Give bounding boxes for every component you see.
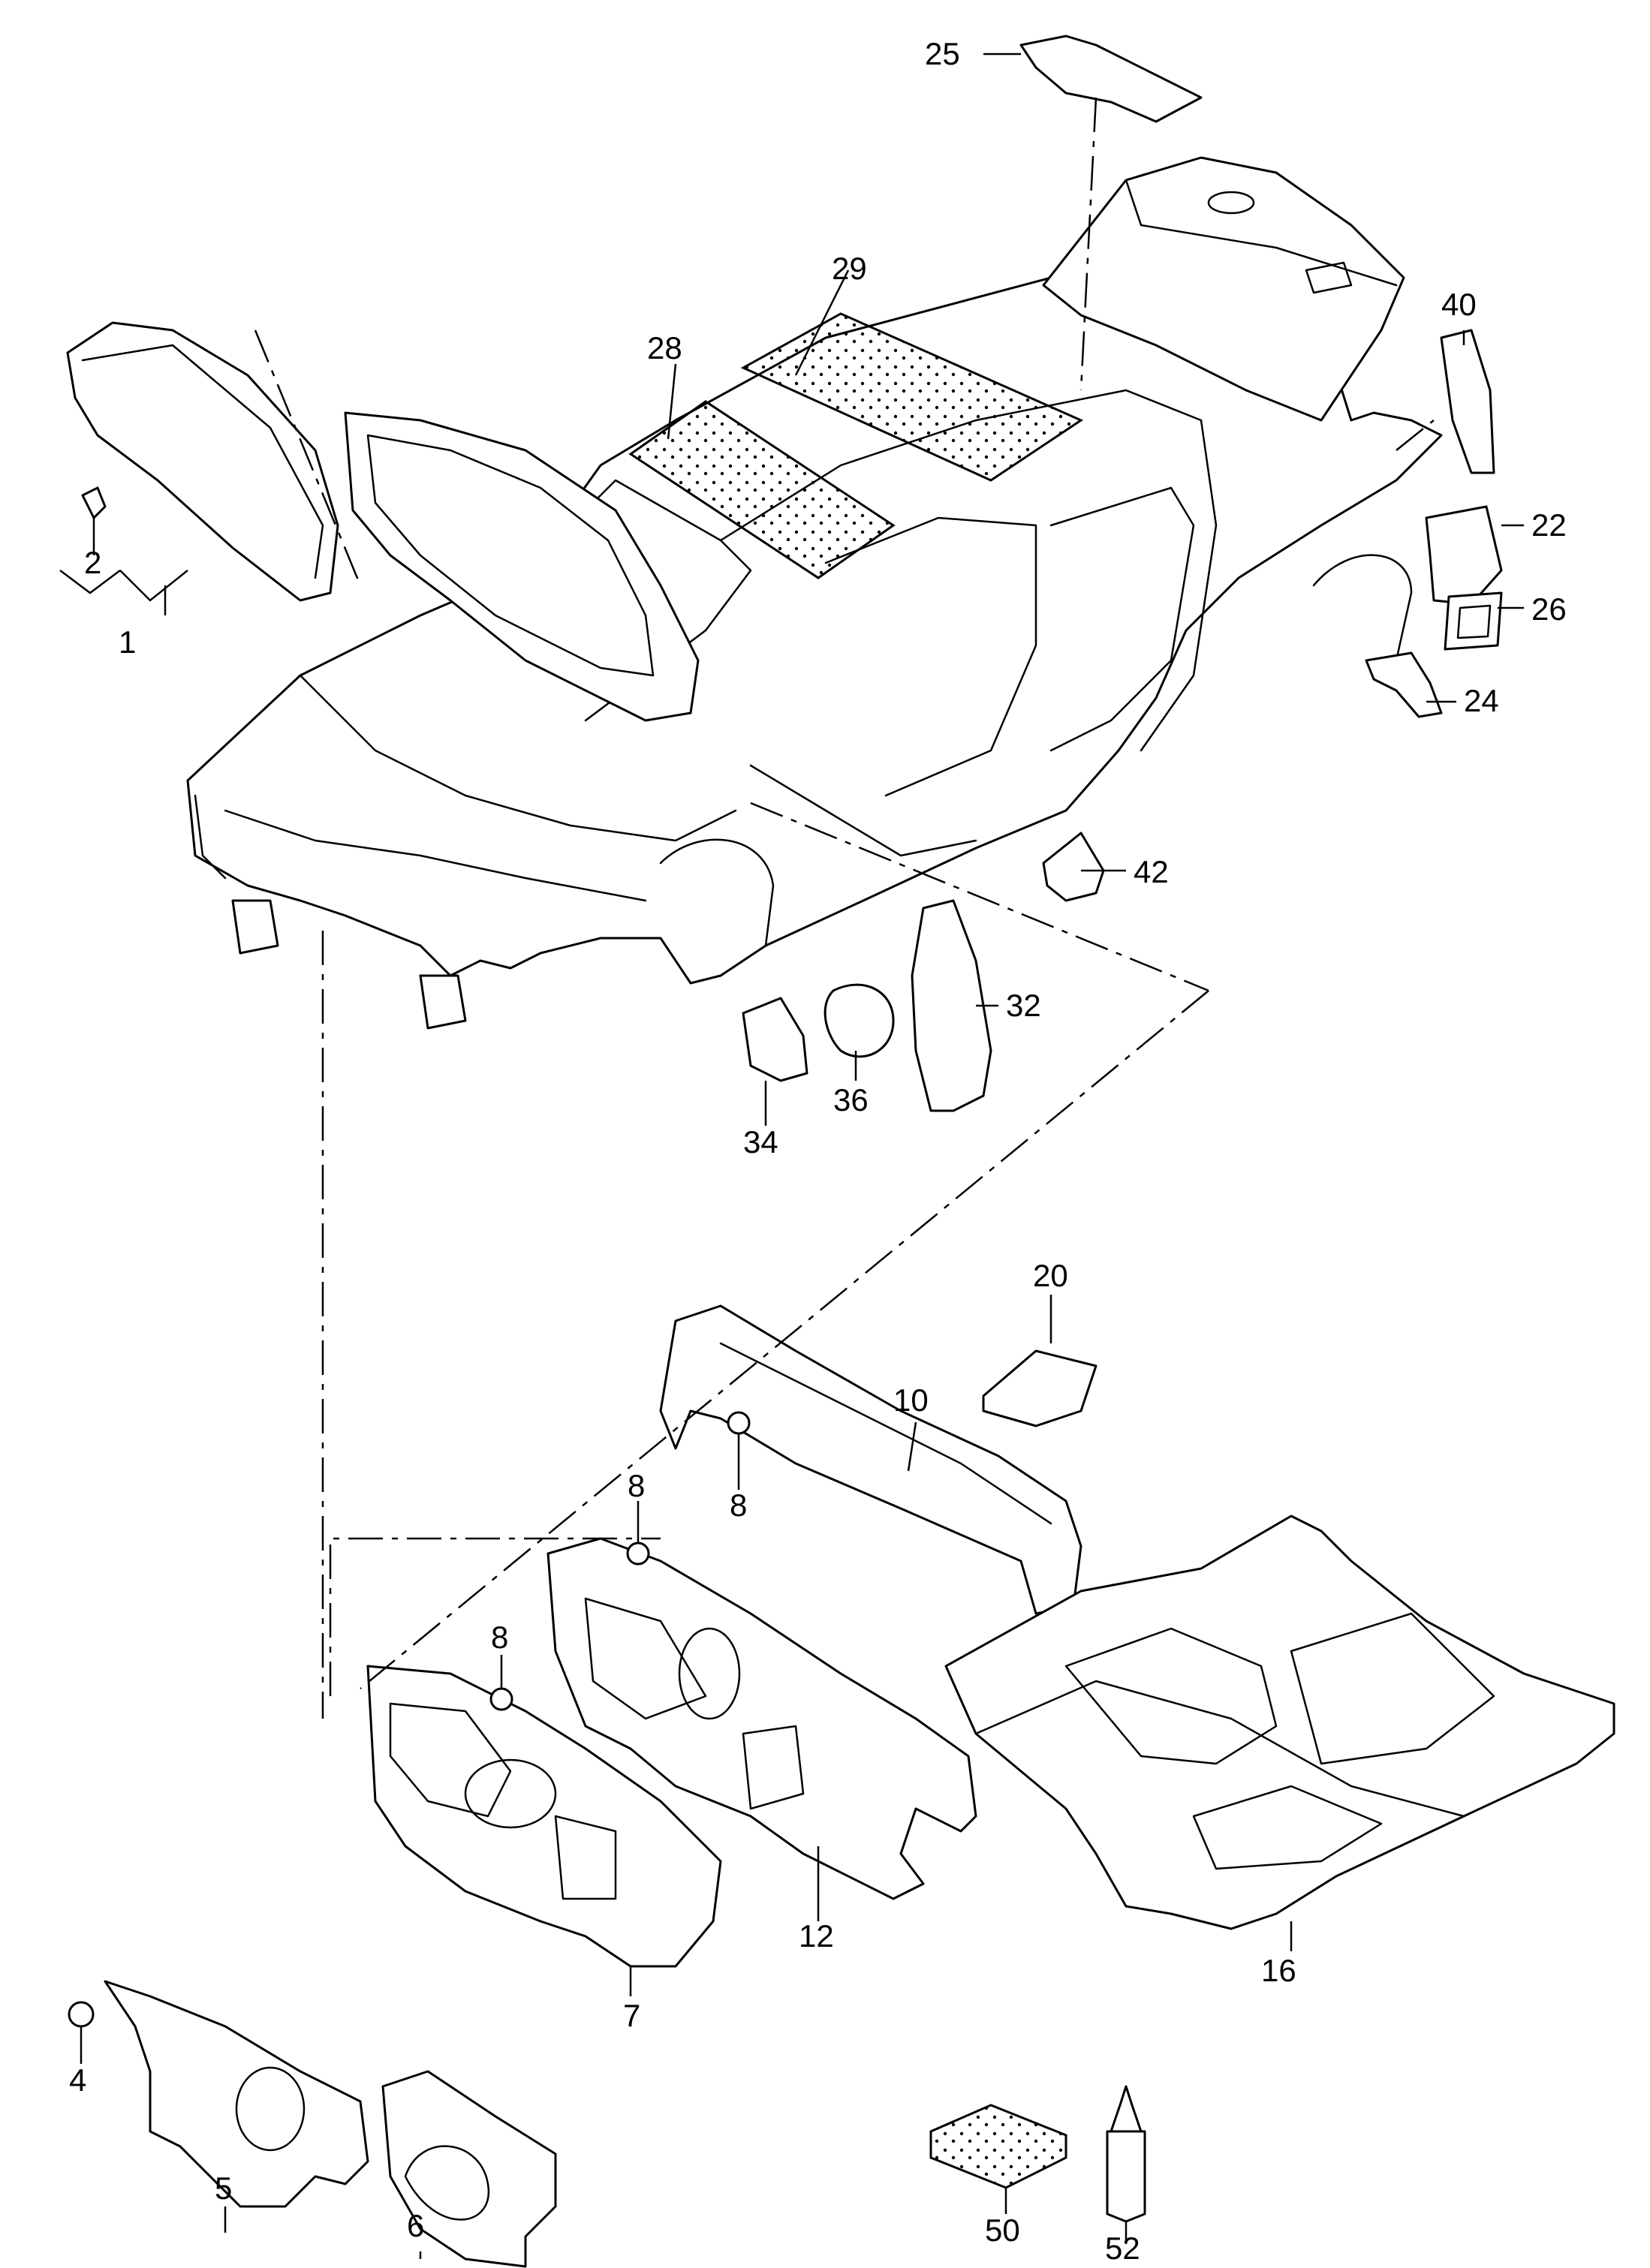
- part-10-panel: [659, 1304, 1082, 1615]
- part-5-insulation: [104, 1980, 369, 2208]
- callout-20: 20: [1033, 1258, 1068, 1293]
- callout-10: 10: [893, 1382, 929, 1418]
- callout-50: 50: [985, 2212, 1020, 2248]
- assembly-line-big: [329, 990, 1209, 1696]
- assembly-line-25: [1079, 97, 1097, 391]
- callout-24: 24: [1464, 683, 1499, 718]
- part-42-block: [1042, 832, 1105, 902]
- callout-8c: 8: [491, 1620, 508, 1655]
- callout-29: 29: [832, 251, 867, 286]
- callout-16: 16: [1261, 1953, 1296, 1988]
- part-16-floor-carpet: [944, 1515, 1615, 1930]
- callout-7: 7: [623, 1998, 640, 2033]
- roof-pad-29: [740, 312, 1084, 482]
- part-22-pad: [1425, 505, 1503, 606]
- part-34-pad: [742, 997, 808, 1082]
- part-2-clip: [81, 486, 107, 519]
- part-25-pad: [1019, 35, 1203, 123]
- part-32-panel: [911, 899, 992, 1112]
- callout-labels: 25 29 28 40 22 26 24 42 32 36 34 2 1 20 …: [69, 36, 1567, 2266]
- part-12-insulation: [546, 1537, 977, 1900]
- callout-12: 12: [799, 1918, 834, 1954]
- callout-42: 42: [1134, 854, 1169, 889]
- part-50-pad: [929, 2104, 1067, 2189]
- part-8-clip-b: [626, 1542, 650, 1566]
- callout-8b: 8: [730, 1487, 747, 1523]
- callout-52: 52: [1105, 2230, 1140, 2266]
- callout-26: 26: [1531, 591, 1567, 627]
- callout-34: 34: [743, 1124, 778, 1160]
- part-40-cover: [1440, 329, 1495, 474]
- part-52-sealant-bottle: [1106, 2085, 1146, 2223]
- callout-25: 25: [925, 36, 960, 71]
- callout-4: 4: [69, 2062, 86, 2098]
- callout-2: 2: [84, 545, 101, 580]
- part-36-ring: [823, 983, 895, 1058]
- assembly-line-left: [254, 329, 362, 586]
- callout-40: 40: [1441, 287, 1477, 322]
- callout-32: 32: [1006, 988, 1041, 1023]
- callout-36: 36: [833, 1082, 869, 1117]
- callout-1: 1: [119, 624, 136, 660]
- assembly-line-lower: [750, 802, 1209, 992]
- part-26-ring: [1444, 591, 1503, 651]
- roof-pad-28: [628, 400, 896, 579]
- leader-lines: [59, 53, 1524, 2259]
- part-8-clip-c: [727, 1411, 751, 1435]
- callout-8a: 8: [628, 1468, 645, 1503]
- assembly-line-right: [1396, 420, 1435, 451]
- callout-5: 5: [215, 2170, 232, 2206]
- part-1-panel: [66, 321, 339, 602]
- part-6-insulation: [381, 2070, 557, 2268]
- car-body-shell: [186, 156, 1443, 1030]
- callout-22: 22: [1531, 507, 1567, 543]
- part-24-pad: [1365, 651, 1443, 718]
- part-8-clip-a: [489, 1687, 513, 1711]
- part-4-clip: [68, 2001, 95, 2028]
- part-20-bracket: [982, 1349, 1097, 1427]
- callout-28: 28: [647, 330, 682, 365]
- callout-6: 6: [407, 2208, 424, 2243]
